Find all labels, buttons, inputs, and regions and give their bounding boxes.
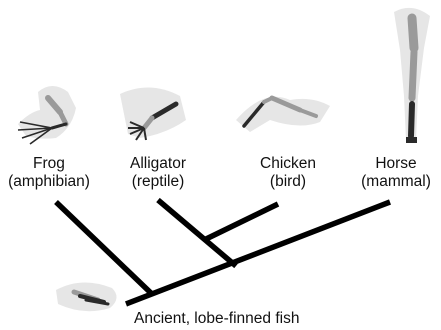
taxon-group: (bird) [260, 173, 316, 191]
ancestor-label: Ancient, lobe-finned fish [134, 310, 299, 328]
ancestor-name: Ancient, lobe-finned fish [134, 310, 299, 328]
taxon-label-alligator: Alligator (reptile) [130, 155, 186, 191]
tree-trunk-branch [126, 202, 390, 304]
frog-branch [56, 202, 153, 295]
taxon-name: Frog [8, 155, 90, 173]
taxon-group: (mammal) [361, 173, 431, 191]
taxon-label-chicken: Chicken (bird) [260, 155, 316, 191]
taxon-group: (amphibian) [8, 173, 90, 191]
taxon-name: Alligator [130, 155, 186, 173]
taxon-group: (reptile) [130, 173, 186, 191]
chicken-branch [204, 204, 278, 240]
taxon-name: Horse [361, 155, 431, 173]
taxon-name: Chicken [260, 155, 316, 173]
taxon-label-horse: Horse (mammal) [361, 155, 431, 191]
taxon-label-frog: Frog (amphibian) [8, 155, 90, 191]
